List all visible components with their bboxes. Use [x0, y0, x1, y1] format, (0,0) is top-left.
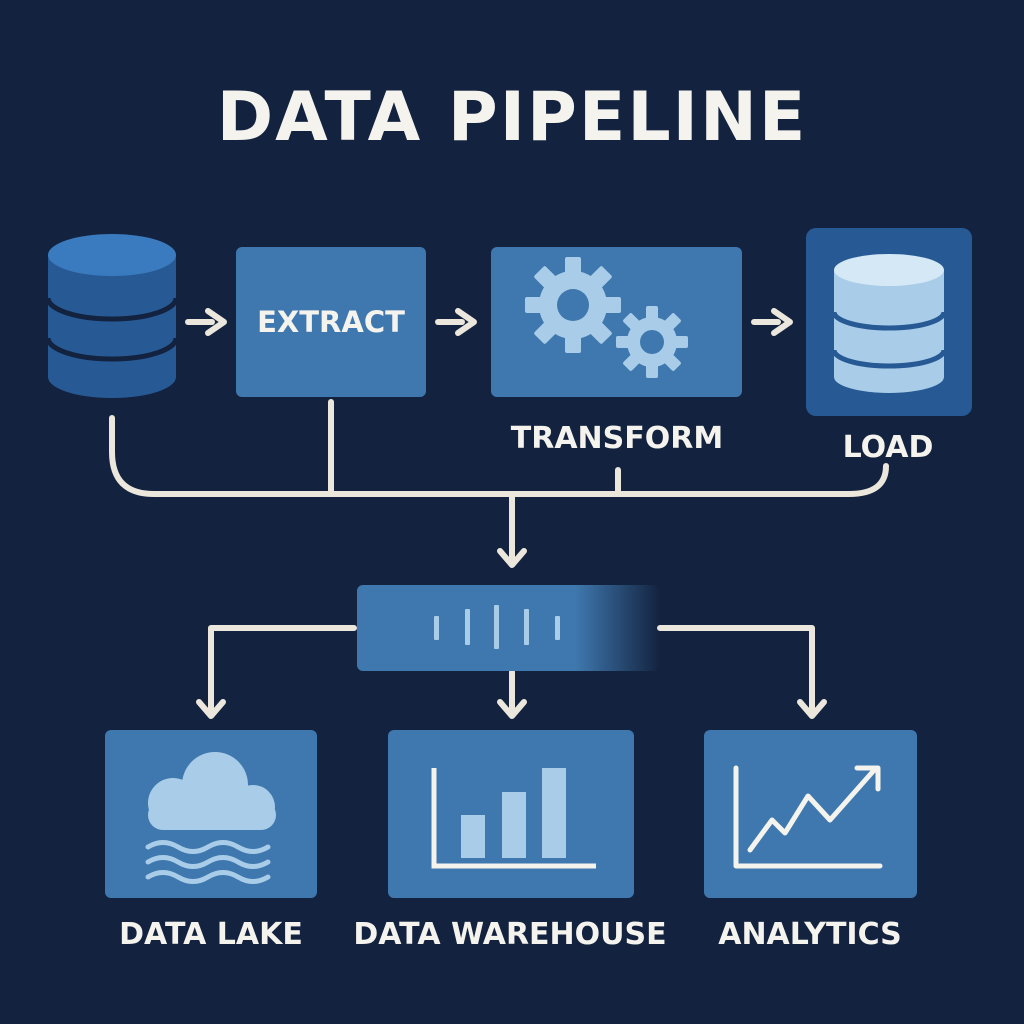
large-gear-icon — [525, 257, 621, 353]
cloud-lake-icon — [145, 752, 276, 884]
source-database-icon — [45, 234, 179, 398]
load-label: LOAD — [843, 430, 934, 465]
connectors — [109, 308, 889, 719]
data-lake-label: DATA LAKE — [119, 917, 303, 952]
arrow-head — [497, 548, 527, 568]
arrow-head — [771, 308, 793, 336]
analytics-label: ANALYTICS — [718, 917, 902, 952]
small-gear-icon — [616, 306, 688, 378]
arrow-head — [797, 699, 827, 719]
branch-right — [657, 625, 815, 716]
arrow-head — [455, 308, 477, 336]
trend-line-icon — [733, 765, 883, 869]
extract-box — [236, 247, 426, 397]
data-warehouse-label: DATA WAREHOUSE — [353, 917, 666, 952]
arrow-head — [205, 308, 227, 336]
hub-indicator-icon — [434, 605, 560, 649]
transform-box — [491, 247, 742, 397]
extract-label: EXTRACT — [257, 305, 405, 339]
transform-label: TRANSFORM — [511, 421, 723, 456]
bar-chart-icon — [431, 768, 596, 869]
hub-box — [357, 585, 660, 671]
page-title: DATA PIPELINE — [217, 78, 808, 157]
arrow-head — [497, 699, 527, 719]
load-database-icon — [831, 254, 947, 393]
arrow-head — [196, 699, 226, 719]
branch-left — [208, 625, 357, 716]
collector-bus — [109, 415, 889, 497]
analytics-box — [704, 730, 917, 898]
gears-icon — [525, 257, 688, 378]
